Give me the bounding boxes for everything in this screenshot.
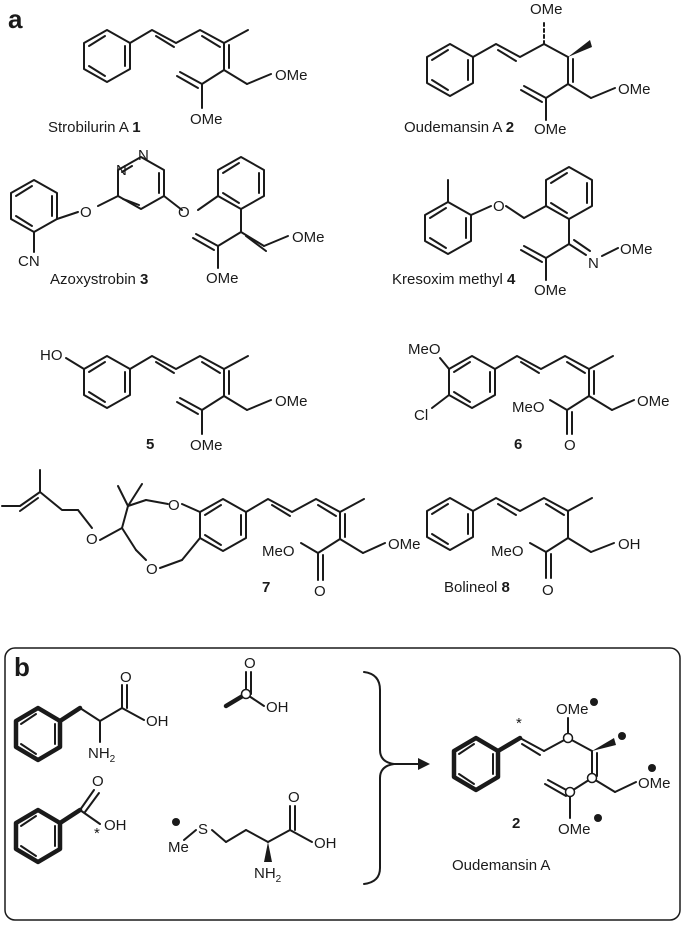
structure-acetic-acid: [223, 671, 265, 709]
structure-strobilurin-a: [83, 29, 272, 109]
panel-label-a: a: [8, 4, 23, 34]
atom-label: Cl: [414, 407, 428, 424]
atom-label: CN: [18, 253, 40, 270]
atom-label: OH: [104, 817, 127, 834]
atom-label: OMe: [190, 437, 223, 454]
atom-label: O: [146, 561, 158, 578]
atom-label: O: [168, 497, 180, 514]
atom-label: MeO: [512, 399, 545, 416]
atom-label: O: [542, 582, 554, 599]
atom-label: OH: [618, 536, 641, 553]
atom-label: O: [120, 669, 132, 686]
atom-label: OMe: [292, 229, 325, 246]
atom-label: O: [92, 773, 104, 790]
caption-compound-6: 6: [514, 436, 522, 453]
panel-label-b: b: [14, 652, 30, 682]
atom-label: S: [198, 821, 208, 838]
atom-label: OMe: [530, 1, 563, 18]
atom-label: OH: [146, 713, 169, 730]
atom-label: O: [86, 531, 98, 548]
structure-phenylalanine: [13, 684, 145, 763]
atom-label: O: [244, 655, 256, 672]
atom-label: OMe: [275, 393, 308, 410]
atom-label: OMe: [558, 821, 591, 838]
caption-compound-5: 5: [146, 436, 154, 453]
atom-label: OMe: [275, 67, 308, 84]
atom-label: Me: [168, 839, 189, 856]
atom-label: O: [80, 204, 92, 221]
structure-oudemansin-a-labelled: [451, 698, 656, 822]
structure-compound-7: [1, 469, 386, 581]
atom-label: OMe: [190, 111, 223, 128]
caption-azoxystrobin: Azoxystrobin 3: [50, 271, 148, 288]
atom-label: O: [564, 437, 576, 454]
atom-label: OMe: [556, 701, 589, 718]
panel-b-frame: [4, 647, 681, 921]
caption-strobilurin-a: Strobilurin A 1: [48, 119, 141, 136]
caption-product-number: 2: [512, 815, 520, 832]
caption-oudemansin-a: Oudemansin A 2: [404, 119, 514, 136]
caption-bolineol: Bolineol 8: [444, 579, 510, 596]
structure-bolineol: [426, 497, 615, 579]
atom-label: MeO: [262, 543, 295, 560]
atom-label: NH2: [254, 865, 282, 885]
atom-label: O: [288, 789, 300, 806]
atom-label: NH2: [88, 745, 116, 765]
structure-compound-5: [65, 355, 272, 435]
atom-label: OH: [266, 699, 289, 716]
atom-label: OMe: [534, 282, 567, 299]
atom-label: MeO: [408, 341, 441, 358]
atom-label: OMe: [618, 81, 651, 98]
structure-benzoic-acid: [13, 789, 101, 865]
atom-label: N: [138, 147, 149, 164]
caption-kresoxim-methyl: Kresoxim methyl 4: [392, 271, 516, 288]
structure-compound-6: [431, 355, 635, 435]
atom-label: OMe: [620, 241, 653, 258]
caption-compound-7: 7: [262, 579, 270, 596]
label-marker-star: *: [94, 825, 100, 842]
caption-product-name: Oudemansin A: [452, 857, 550, 874]
atom-label: OMe: [388, 536, 421, 553]
structure-methionine: [172, 805, 313, 862]
atom-label: MeO: [491, 543, 524, 560]
structure-kresoxim-methyl: [424, 166, 619, 281]
label-marker-dot: [172, 818, 180, 826]
atom-label: OH: [314, 835, 337, 852]
structure-azoxystrobin: [10, 156, 289, 269]
atom-label: OMe: [206, 270, 239, 287]
atom-label: OMe: [534, 121, 567, 138]
label-marker-star: *: [516, 715, 522, 732]
atom-label: O: [178, 204, 190, 221]
brace-arrow: [363, 671, 430, 885]
atom-label: OMe: [638, 775, 671, 792]
atom-label: OMe: [637, 393, 670, 410]
atom-label: HO: [40, 347, 63, 364]
atom-label: N: [588, 255, 599, 272]
structure-oudemansin-a: [426, 19, 616, 121]
atom-label: O: [493, 198, 505, 215]
atom-label: N: [116, 162, 127, 179]
atom-label: O: [314, 583, 326, 600]
